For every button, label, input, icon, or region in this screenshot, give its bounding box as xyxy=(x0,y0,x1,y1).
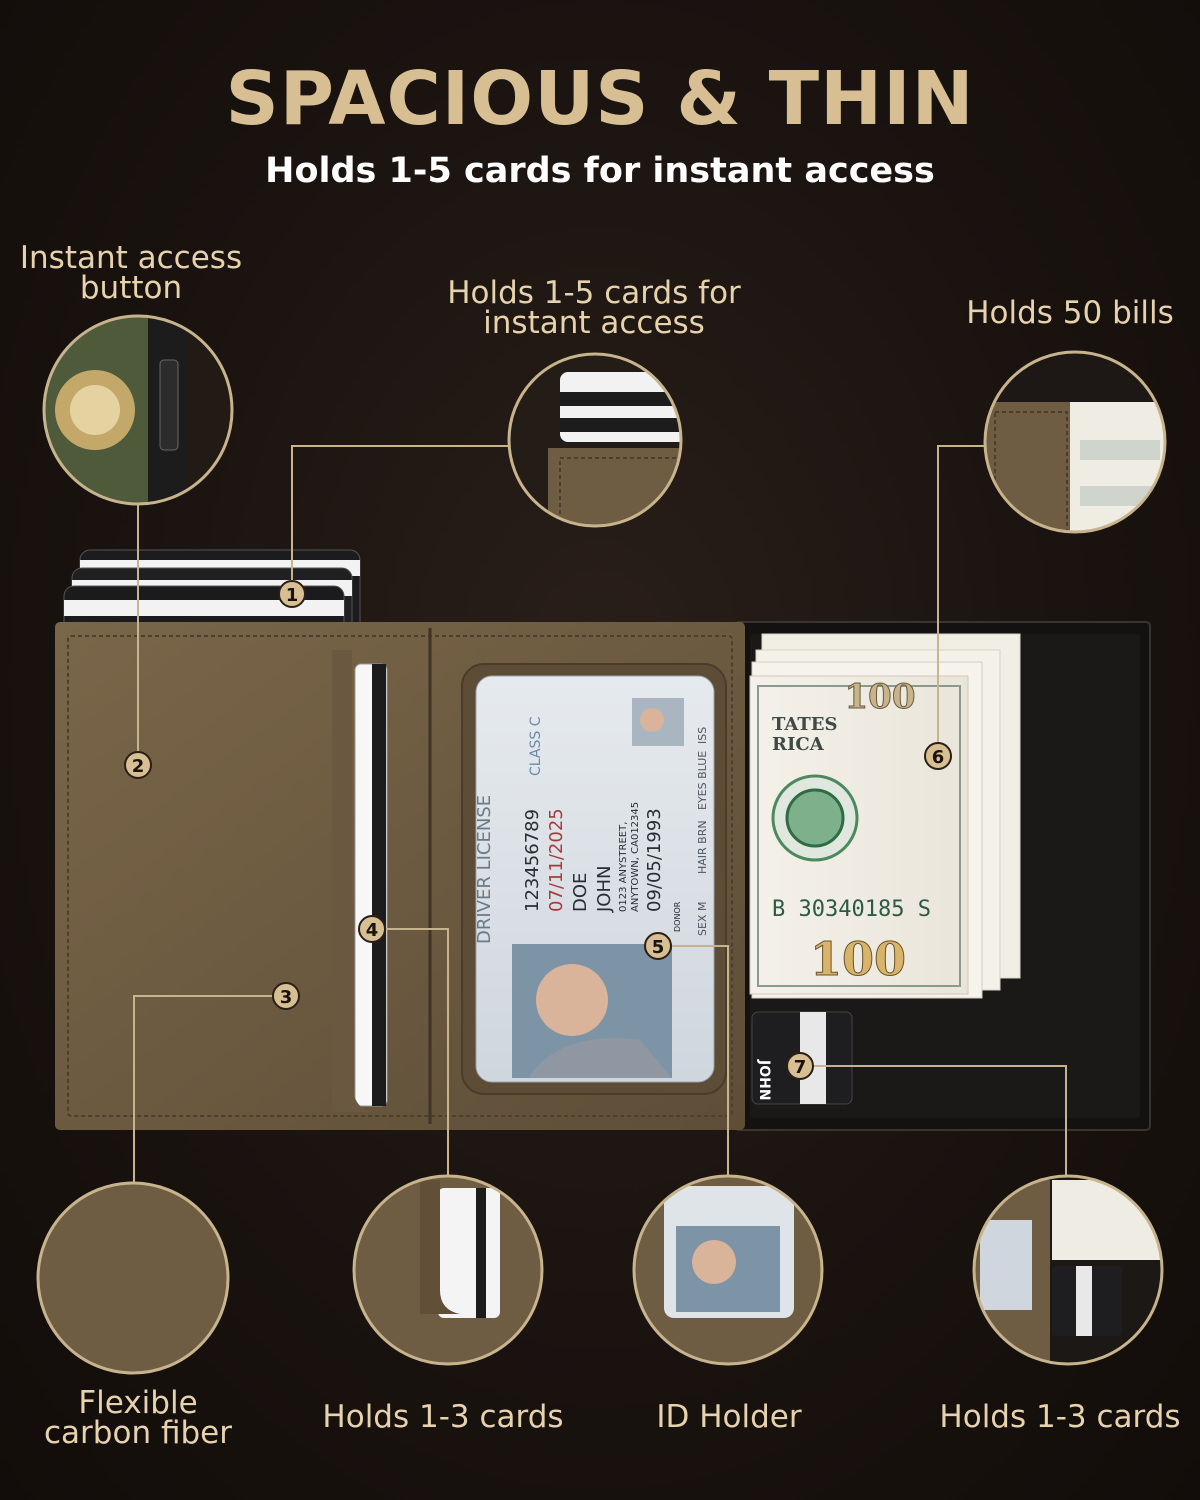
callout-number-6: 6 xyxy=(932,747,945,768)
callout-badge-7 xyxy=(786,1052,814,1080)
callout-badge-6 xyxy=(924,742,952,770)
callout-label-holds-cards-top: Holds 1-5 cards for instant access xyxy=(447,275,741,341)
cash-bills: 100 TATES RICA B 30340185 S 100 xyxy=(749,633,1021,999)
callout-lines xyxy=(133,445,1067,1184)
detail-circle-left-slot xyxy=(352,1174,544,1366)
callout-number-1: 1 xyxy=(286,585,299,606)
callout-badge-3 xyxy=(272,982,300,1010)
callout-number-3: 3 xyxy=(280,987,293,1008)
id-dl: 123456789 xyxy=(522,809,543,912)
page-subtitle: Holds 1-5 cards for instant access xyxy=(265,151,935,191)
bill-text-3: RICA xyxy=(772,734,825,755)
callout-label-holds-bills: Holds 50 bills xyxy=(966,295,1174,331)
detail-circle-right-slot xyxy=(972,1174,1164,1366)
id-dob: 09/05/1993 xyxy=(644,808,665,912)
callout-badge-4 xyxy=(358,915,386,943)
id-hair: HAIR BRN xyxy=(696,820,709,874)
bill-text-1: TATES xyxy=(772,714,838,735)
callout-number-2: 2 xyxy=(132,756,145,777)
bill-bottom-denomination: 100 xyxy=(810,932,906,986)
id-iss: ISS xyxy=(696,727,709,744)
detail-circle-top-cards xyxy=(507,352,683,528)
id-ln: DOE xyxy=(570,873,591,912)
id-sex: SEX M xyxy=(696,902,709,936)
callout-label-instant-access-button: Instant access button xyxy=(19,240,243,306)
id-address-1: 0123 ANYSTREET, xyxy=(618,822,629,912)
callout-label-holds-cards-left: Holds 1-3 cards xyxy=(322,1399,564,1435)
bill-serial: B 30340185 S xyxy=(772,897,931,922)
callout-badge-5 xyxy=(644,932,672,960)
page-title: SPACIOUS & THIN xyxy=(225,56,975,142)
detail-circle-carbon-fiber xyxy=(36,1181,230,1375)
id-exp: 07/11/2025 xyxy=(546,808,567,912)
callout-badge-2 xyxy=(124,751,152,779)
id-address-2: ANYTOWN, CA012345 xyxy=(630,802,641,912)
id-eyes: EYES BLUE xyxy=(696,751,709,810)
callout-number-5: 5 xyxy=(652,937,665,958)
id-donor: DONOR xyxy=(673,901,682,932)
callout-badges: 1 2 3 4 5 6 7 xyxy=(124,580,952,1080)
id-class: CLASS C xyxy=(528,716,544,776)
detail-circle-button xyxy=(42,314,234,506)
callout-label-holds-cards-right: Holds 1-3 cards xyxy=(939,1399,1181,1435)
left-card-slot xyxy=(332,650,388,1112)
callout-number-4: 4 xyxy=(366,920,379,941)
id-window: DRIVER LICENSE CLASS C 123456789 07/11/2… xyxy=(461,663,727,1095)
callout-label-carbon-fiber: Flexible carbon fiber xyxy=(44,1385,232,1451)
id-title: DRIVER LICENSE xyxy=(474,795,495,944)
bill-top-denomination: 100 xyxy=(845,677,916,717)
detail-circle-bills xyxy=(983,350,1167,534)
id-fn: JOHN xyxy=(594,866,615,913)
pocket-card-name: JOHN xyxy=(756,1059,772,1101)
callout-number-7: 7 xyxy=(794,1057,807,1078)
callout-label-id-holder: ID Holder xyxy=(656,1399,802,1435)
detail-circle-id xyxy=(632,1174,824,1366)
callout-badge-1 xyxy=(278,580,306,608)
